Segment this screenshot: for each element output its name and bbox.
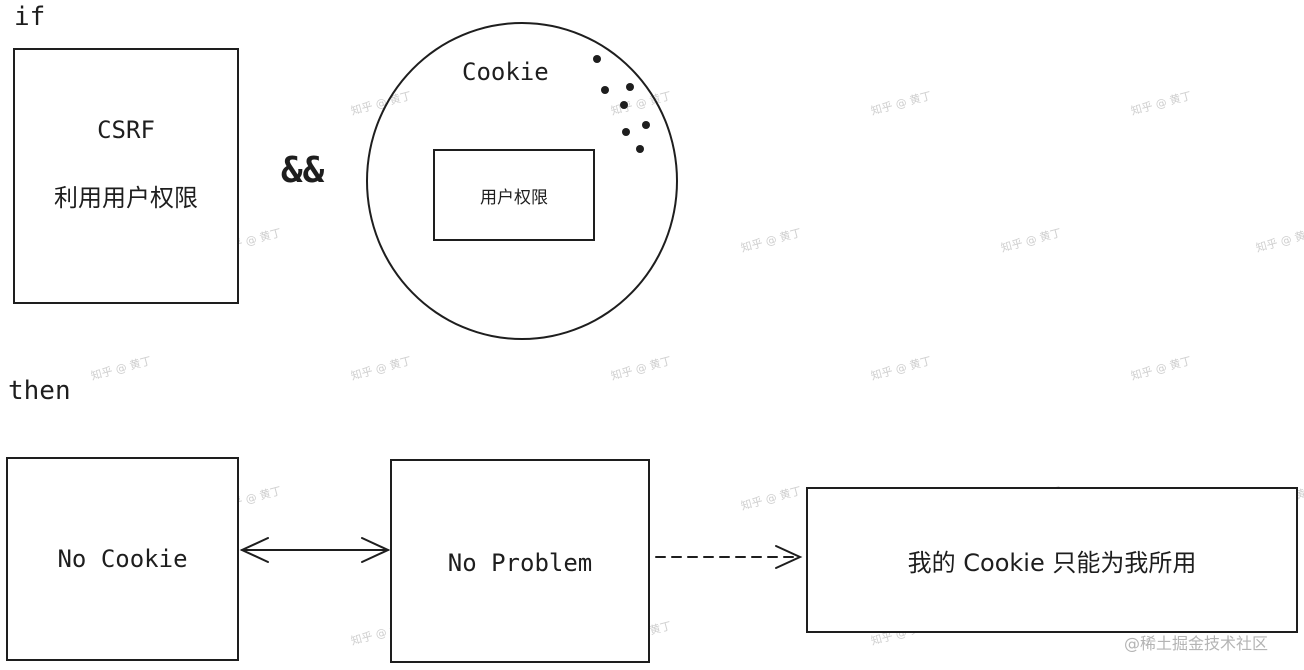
user-permission-label: 用户权限	[480, 187, 548, 208]
conclusion-label: 我的 Cookie 只能为我所用	[907, 548, 1197, 577]
dashed-arrow	[655, 545, 803, 569]
csrf-subtitle: 利用用户权限	[54, 183, 198, 212]
no-cookie-label: No Cookie	[57, 545, 188, 573]
csrf-box: CSRF 利用用户权限	[13, 48, 239, 304]
user-permission-box: 用户权限	[433, 149, 595, 241]
no-problem-box: No Problem	[390, 459, 650, 663]
then-label: then	[8, 376, 71, 406]
cookie-circle	[366, 22, 678, 340]
csrf-title: CSRF	[97, 115, 155, 144]
no-problem-label: No Problem	[447, 549, 593, 577]
cookie-title: Cookie	[462, 58, 549, 86]
no-cookie-box: No Cookie	[6, 457, 239, 661]
if-label: if	[14, 2, 46, 32]
conclusion-box: 我的 Cookie 只能为我所用	[806, 487, 1298, 633]
bidirectional-arrow	[239, 537, 391, 563]
and-operator: &&	[281, 150, 325, 191]
source-watermark: @稀土掘金技术社区	[1124, 634, 1269, 653]
